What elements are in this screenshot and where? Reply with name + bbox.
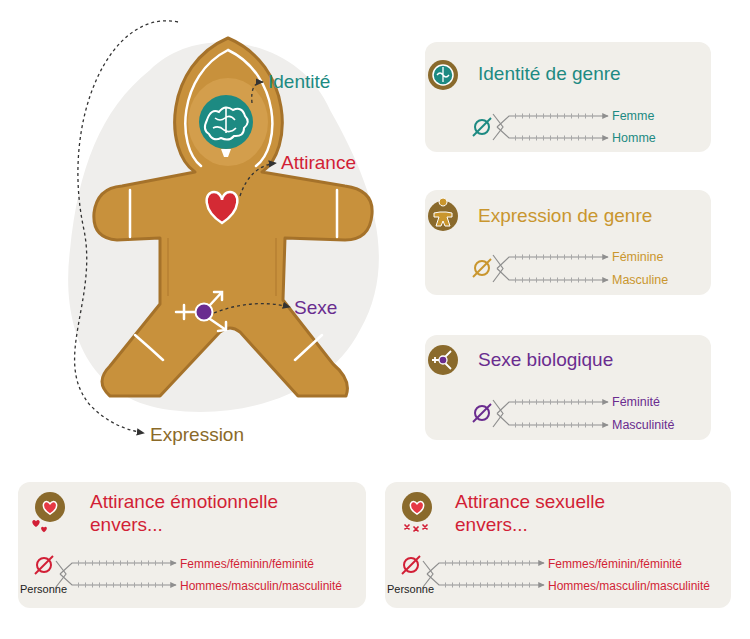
panel-icon	[43, 502, 56, 515]
spectrum-ticks	[515, 278, 598, 283]
none-symbol	[402, 556, 420, 574]
brain-stem	[221, 149, 231, 157]
panel-icon	[35, 492, 65, 522]
spectrum-arrow	[497, 116, 608, 127]
scale-label: Femmes/féminin/féminité	[180, 555, 314, 573]
leader-line	[214, 304, 290, 313]
panel-title: Attirance sexuelle envers...	[455, 490, 680, 536]
gingerbread-figure	[68, 38, 379, 412]
spectrum-arrow	[427, 574, 544, 585]
body-seam	[168, 238, 276, 296]
spectrum-arrow	[60, 563, 176, 574]
panel	[425, 335, 711, 440]
spectrum-ticks	[445, 583, 534, 588]
expression-panel: Expression de genreFéminineMasculine	[425, 190, 711, 295]
brain-icon	[213, 108, 236, 133]
spectrum-arrow	[497, 402, 608, 414]
spectrum-chevron	[493, 114, 503, 140]
panel-icon	[439, 356, 447, 364]
emotional-attraction-panel: Attirance émotionnelle envers... Personne…	[18, 482, 366, 608]
panel-icon	[402, 492, 432, 522]
sex-symbol	[196, 304, 213, 321]
none-symbol	[473, 259, 491, 277]
none-symbol	[473, 404, 491, 422]
scale-label: Féminité	[612, 393, 660, 411]
spectrum-arrow	[60, 574, 176, 585]
scale-label: Femme	[612, 107, 654, 125]
panel-icon	[405, 525, 428, 532]
scale-label: Femmes/féminin/féminité	[548, 555, 682, 573]
leader-lines	[75, 21, 290, 433]
spectrum-arrow	[497, 127, 608, 138]
spectrum-ticks	[515, 136, 598, 141]
sex-panel: Sexe biologiqueFéminitéMasculinité	[425, 335, 711, 440]
spectrum-ticks	[515, 423, 598, 428]
scale-label: Homme	[612, 129, 656, 147]
spectrum-ticks	[515, 114, 598, 119]
sex-symbol	[176, 292, 226, 331]
face	[188, 78, 268, 166]
none-symbol	[473, 118, 491, 136]
spectrum-arrow	[497, 269, 608, 281]
panel	[18, 482, 366, 608]
panel-icon	[432, 351, 451, 369]
icing-boots	[135, 335, 322, 360]
leader-line	[75, 21, 178, 433]
icing-cuffs	[130, 190, 337, 237]
icing-hood	[185, 50, 272, 166]
panel-title: Sexe biologique	[478, 348, 613, 371]
panel-title: Identité de genre	[478, 62, 621, 85]
panel-icon	[428, 345, 458, 375]
spectrum-ticks	[78, 561, 166, 566]
gingerbread-body	[94, 38, 372, 396]
brain-icon	[205, 107, 248, 139]
panel-icon	[410, 502, 423, 515]
panel-title: Expression de genre	[478, 204, 652, 227]
scale-label: Hommes/masculin/masculinité	[548, 577, 710, 595]
spectrum-arrow	[427, 563, 544, 574]
spectrum-chevron	[493, 255, 503, 282]
part-label: Identité	[268, 70, 330, 94]
spectrum-ticks	[445, 561, 534, 566]
scale-label: Masculinité	[612, 416, 675, 434]
spectrum-arrow	[497, 414, 608, 426]
part-label: Expression	[150, 423, 244, 447]
sex-symbol	[210, 292, 222, 305]
panel-icon	[428, 60, 458, 90]
panel-icon	[32, 520, 39, 527]
leader-line	[252, 82, 263, 103]
spectrum-ticks	[515, 255, 598, 260]
none-label: Personne	[20, 580, 67, 598]
identity-panel: Identité de genreFemmeHomme	[425, 42, 711, 152]
panel	[425, 42, 711, 152]
spectrum-chevron	[493, 400, 503, 427]
panel-icon	[437, 67, 449, 82]
scale-label: Hommes/masculin/masculinité	[180, 577, 342, 595]
part-label: Sexe	[294, 296, 337, 320]
panel-backgrounds	[18, 42, 731, 608]
none-symbol	[35, 556, 53, 574]
panel-title: Attirance émotionnelle envers...	[90, 490, 315, 536]
panel-icon	[41, 527, 47, 533]
sexual-attraction-panel: Attirance sexuelle envers... Personne Femm…	[385, 482, 731, 608]
sex-symbol	[210, 319, 226, 331]
heart-icon	[207, 192, 238, 223]
brain-icon	[199, 95, 253, 149]
panel-icon	[433, 65, 453, 85]
part-label: Attirance	[281, 151, 356, 175]
panel	[385, 482, 731, 608]
spectrum-ticks	[78, 583, 166, 588]
scale-label: Masculine	[612, 271, 668, 289]
spectrum-arrow	[497, 257, 608, 269]
spectrum-ticks	[515, 400, 598, 405]
panel-icon	[434, 198, 452, 226]
none-label: Personne	[387, 580, 434, 598]
scale-label: Féminine	[612, 248, 663, 266]
panel	[425, 190, 711, 295]
leader-line	[240, 163, 276, 196]
